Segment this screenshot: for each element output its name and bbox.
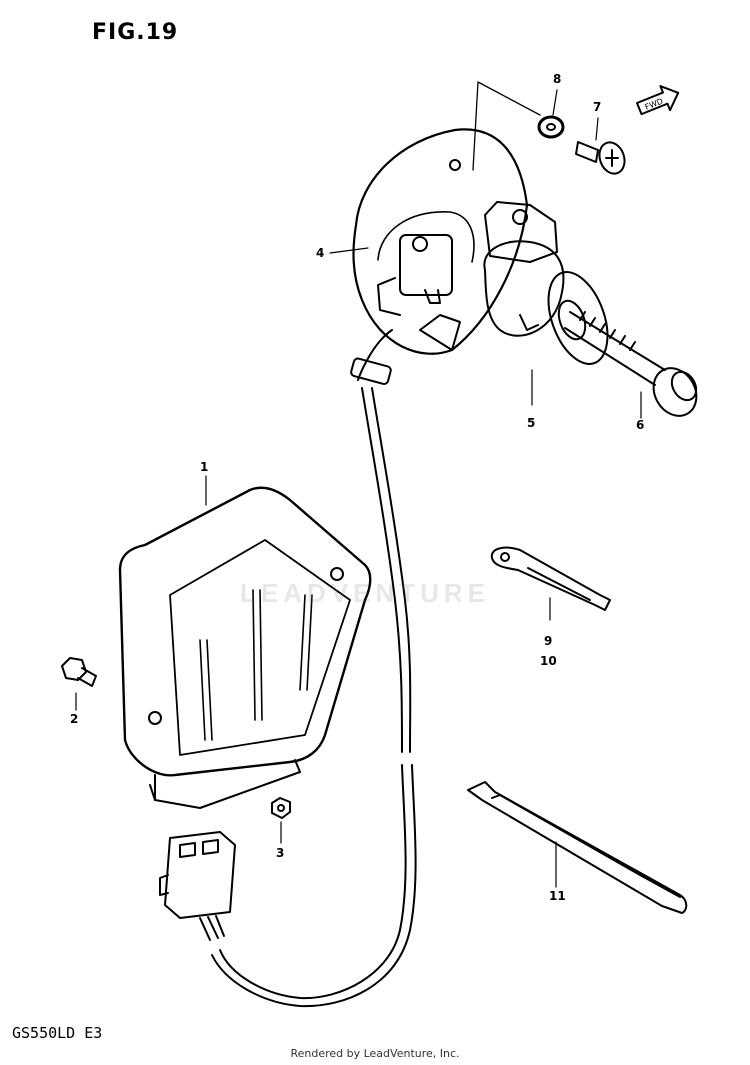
bolt-2	[61, 657, 97, 687]
coupler-connector	[159, 831, 236, 941]
spark-advancer	[483, 240, 609, 365]
callout-9: 9	[544, 634, 553, 648]
callout-11: 11	[549, 889, 566, 903]
callout-5: 5	[527, 416, 536, 430]
callout-10: 10	[540, 654, 557, 668]
callout-6: 6	[636, 418, 645, 432]
callout-1: 1	[200, 460, 209, 474]
screw-7	[575, 141, 626, 175]
callout-2: 2	[70, 712, 79, 726]
bolt-6	[564, 311, 698, 417]
washer-8	[537, 115, 565, 139]
fwd-arrow-icon: FWD	[636, 85, 680, 116]
footer-credit: Rendered by LeadVenture, Inc.	[290, 1047, 460, 1060]
callout-8: 8	[553, 72, 562, 86]
leader-lines	[75, 89, 642, 888]
callout-3: 3	[276, 846, 285, 860]
figure-title: FIG.19	[92, 20, 179, 45]
callout-7: 7	[593, 100, 602, 114]
signal-wire	[211, 329, 417, 1008]
model-code: GS550LD E3	[12, 1024, 103, 1042]
nut-3	[271, 797, 291, 819]
watermark: LEADVENTURE	[240, 578, 491, 608]
callout-4: 4	[316, 246, 325, 260]
igniter-unit	[118, 486, 372, 809]
clamp-9-10	[490, 546, 611, 611]
band-11	[467, 781, 688, 914]
signal-generator-plate	[352, 81, 558, 355]
